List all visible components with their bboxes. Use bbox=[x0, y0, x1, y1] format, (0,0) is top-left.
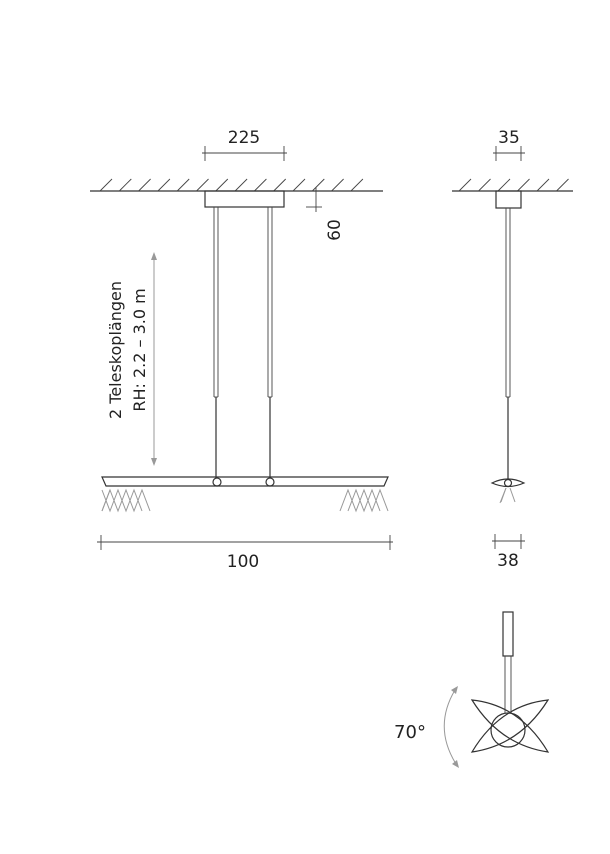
hatch-mark bbox=[138, 178, 151, 192]
front-view: 225 60 2 Teleskoplängen RH: 2. bbox=[90, 128, 393, 572]
joint bbox=[212, 477, 222, 487]
light-beam-right bbox=[339, 488, 389, 513]
suspension-rods bbox=[213, 207, 273, 478]
tilt-angle-label: 70° bbox=[394, 722, 426, 743]
suspension-note-line1: 2 Teleskoplängen bbox=[106, 281, 125, 419]
light-beam-right-cross bbox=[347, 488, 381, 513]
ceiling-hatching bbox=[99, 178, 364, 192]
dimension-38: 38 bbox=[492, 534, 525, 571]
hatch-mark bbox=[458, 178, 472, 192]
luminaire-bar bbox=[101, 476, 389, 487]
hatch-mark bbox=[497, 178, 511, 192]
dimension-60: 60 bbox=[306, 187, 345, 241]
hatch-mark bbox=[556, 178, 569, 192]
luminaire-profile bbox=[490, 478, 526, 488]
hatch-mark bbox=[118, 178, 132, 192]
canopy bbox=[204, 190, 285, 208]
dimension-label-225: 225 bbox=[228, 128, 260, 148]
hatch-mark bbox=[157, 178, 171, 192]
side-view: 35 38 bbox=[452, 128, 573, 571]
height-arrow bbox=[151, 252, 157, 466]
hatch-mark bbox=[273, 178, 287, 192]
dimension-label-100: 100 bbox=[227, 552, 259, 572]
hatch-mark bbox=[99, 178, 113, 192]
tilt-arc-arrow bbox=[443, 686, 459, 768]
dimension-label-60: 60 bbox=[325, 219, 345, 241]
dimension-35: 35 bbox=[493, 128, 525, 161]
hatch-mark bbox=[350, 178, 364, 192]
dimension-100: 100 bbox=[97, 535, 393, 572]
tilt-detail-view: 70° bbox=[394, 611, 550, 768]
canopy bbox=[495, 190, 522, 209]
suspension-note-line2: RH: 2.2 – 3.0 m bbox=[130, 288, 149, 411]
hatch-mark bbox=[517, 178, 530, 192]
hatch-mark bbox=[234, 178, 248, 192]
hatch-mark bbox=[331, 178, 344, 192]
hatch-mark bbox=[292, 178, 306, 192]
ceiling-hatching bbox=[458, 178, 569, 192]
light-beam-left-cross bbox=[101, 488, 143, 513]
dimension-label-35: 35 bbox=[498, 128, 520, 148]
hatch-mark bbox=[176, 178, 190, 192]
luminaire-tilt-b bbox=[470, 699, 550, 753]
dimension-225: 225 bbox=[202, 128, 287, 161]
hatch-mark bbox=[215, 178, 229, 192]
rod-upper bbox=[502, 611, 514, 657]
dimension-label-38: 38 bbox=[497, 551, 519, 571]
hatch-mark bbox=[196, 178, 209, 192]
joint bbox=[265, 477, 275, 487]
luminaire-tilt-a bbox=[470, 699, 550, 753]
hatch-mark bbox=[478, 178, 491, 192]
pivot-joint bbox=[490, 712, 526, 748]
hatch-mark bbox=[536, 178, 550, 192]
hatch-mark bbox=[254, 178, 267, 192]
hatch-mark bbox=[311, 178, 325, 192]
